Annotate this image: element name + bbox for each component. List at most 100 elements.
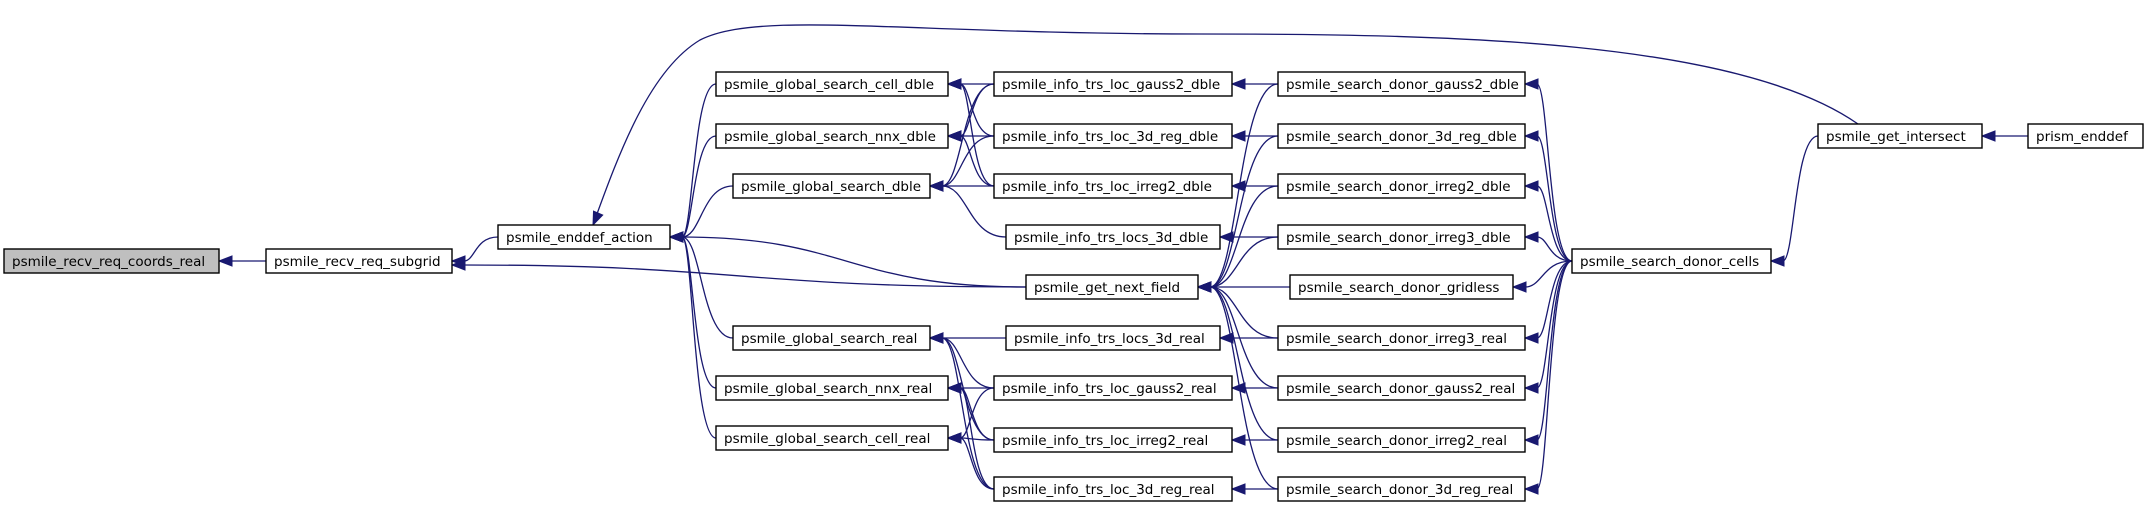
node-box [993,375,1233,401]
edge-sd-cells-to-sd-gauss2-dble [1536,83,1573,262]
edge-intersect-to-sd-cells [1782,135,1819,262]
node-gs-dble[interactable]: psmile_global_search_dble [732,173,931,199]
node-box [732,173,931,199]
node-label: psmile_recv_req_subgrid [274,254,441,270]
node-label: psmile_search_donor_3d_reg_dble [1286,129,1517,145]
node-box [993,476,1233,502]
edge-arrowhead [1196,281,1212,293]
node-intersect[interactable]: psmile_get_intersect [1817,123,1983,149]
node-it-gauss2-real[interactable]: psmile_info_trs_loc_gauss2_real [993,375,1233,401]
node-box [3,248,220,274]
node-gs-nnx-real[interactable]: psmile_global_search_nnx_real [715,375,949,401]
node-label: psmile_search_donor_cells [1580,254,1759,270]
node-sd-irreg3-real[interactable]: psmile_search_donor_irreg3_real [1277,325,1526,351]
edge-sd-cells-to-sd-irreg3-real [1536,260,1573,339]
edge-gs-cell-real-to-enddef [681,236,717,439]
edge-arrowhead [1523,382,1539,394]
node-box [1277,476,1526,502]
edge-gs-dble-to-enddef [681,185,734,238]
node-label: psmile_info_trs_loc_3d_reg_real [1002,482,1215,498]
node-it-irreg2-real[interactable]: psmile_info_trs_loc_irreg2_real [993,427,1233,453]
node-label: psmile_global_search_nnx_dble [724,129,936,145]
edge-arrowhead [1523,332,1539,344]
node-it-gauss2-dble[interactable]: psmile_info_trs_loc_gauss2_dble [993,71,1233,97]
edge-arrowhead [1523,130,1539,142]
node-box [1289,274,1514,300]
node-gs-cell-dble[interactable]: psmile_global_search_cell_dble [715,71,949,97]
node-sd-3d-reg-dble[interactable]: psmile_search_donor_3d_reg_dble [1277,123,1526,149]
node-box [732,325,931,351]
node-box [715,425,949,451]
edge-next-field-to-enddef [681,236,1027,288]
node-label: prism_enddef [2036,129,2129,145]
node-gs-real[interactable]: psmile_global_search_real [732,325,931,351]
edge-it-3d-reg-real-to-gs-cell-real [959,437,995,490]
node-gs-nnx-dble[interactable]: psmile_global_search_nnx_dble [715,123,949,149]
edge-arrowhead [1980,130,1996,142]
edge-arrowhead [450,259,466,271]
edge-arrowhead [668,231,684,243]
edge-enddef-to-subgrid [463,236,499,262]
node-label: psmile_enddef_action [506,230,653,246]
node-label: psmile_search_donor_gauss2_dble [1286,77,1519,93]
edge-arrowhead [1230,78,1246,90]
edge-sd-cells-to-sd-gauss2-real [1536,260,1573,389]
node-box [1277,427,1526,453]
node-it-3d-reg-dble[interactable]: psmile_info_trs_loc_3d_reg_dble [993,123,1233,149]
edge-arrowhead [946,432,962,444]
node-coords[interactable]: psmile_recv_req_coords_real [3,248,220,274]
node-sd-irreg3-dble[interactable]: psmile_search_donor_irreg3_dble [1277,224,1526,250]
edge-arrowhead [946,130,962,142]
edge-arrowhead [592,210,604,227]
edge-sd-irreg3-real-to-next-field [1209,286,1279,339]
node-sd-gauss2-dble[interactable]: psmile_search_donor_gauss2_dble [1277,71,1526,97]
edge-it-irreg2-real-to-gs-cell-real [959,437,995,441]
node-box [715,123,949,149]
node-label: psmile_global_search_nnx_real [724,381,932,397]
node-next-field[interactable]: psmile_get_next_field [1025,274,1199,300]
edge-arrowhead [928,332,944,344]
edge-sd-irreg2-dble-to-next-field [1209,185,1279,288]
node-label: psmile_search_donor_irreg3_dble [1286,230,1511,246]
edge-it-gauss2-real-to-gs-real [941,337,995,389]
edge-sd-cells-to-sd-3d-reg-dble [1536,135,1573,262]
node-label: psmile_search_donor_irreg3_real [1286,331,1507,347]
edge-sd-gauss2-real-to-next-field [1209,286,1279,389]
node-sd-irreg2-dble[interactable]: psmile_search_donor_irreg2_dble [1277,173,1526,199]
edge-arrowhead [1523,434,1539,446]
node-label: psmile_search_donor_irreg2_real [1286,433,1507,449]
node-label: psmile_info_trs_loc_gauss2_real [1002,381,1217,397]
node-it-locs-3d-real[interactable]: psmile_info_trs_locs_3d_real [1005,325,1221,351]
node-it-3d-reg-real[interactable]: psmile_info_trs_loc_3d_reg_real [993,476,1233,502]
node-box [1277,173,1526,199]
node-enddef[interactable]: psmile_enddef_action [497,224,671,250]
node-sd-gridless[interactable]: psmile_search_donor_gridless [1289,274,1514,300]
edge-it-locs-3d-dble-to-gs-dble [941,185,1007,238]
node-box [993,71,1233,97]
edge-gs-cell-dble-to-enddef [681,83,717,238]
node-sd-3d-reg-real[interactable]: psmile_search_donor_3d_reg_real [1277,476,1526,502]
node-box [993,123,1233,149]
node-label: psmile_global_search_cell_real [724,431,930,447]
edge-sd-3d-reg-dble-to-next-field [1209,135,1279,288]
edge-arrowhead [217,255,233,267]
node-box [1277,325,1526,351]
node-box [1025,274,1199,300]
node-sd-gauss2-real[interactable]: psmile_search_donor_gauss2_real [1277,375,1526,401]
node-it-irreg2-dble[interactable]: psmile_info_trs_loc_irreg2_dble [993,173,1233,199]
edge-sd-cells-to-sd-irreg2-dble [1536,185,1573,262]
node-box [993,427,1233,453]
edge-intersect-to-enddef [592,24,1859,226]
node-label: psmile_recv_req_coords_real [12,254,205,270]
node-label: psmile_info_trs_loc_irreg2_dble [1002,179,1212,195]
node-label: psmile_global_search_dble [741,179,921,195]
node-it-locs-3d-dble[interactable]: psmile_info_trs_locs_3d_dble [1005,224,1221,250]
node-gs-cell-real[interactable]: psmile_global_search_cell_real [715,425,949,451]
node-box [1277,71,1526,97]
node-prism-enddef[interactable]: prism_enddef [2027,123,2144,149]
node-subgrid[interactable]: psmile_recv_req_subgrid [265,248,453,274]
edge-arrowhead [928,180,944,192]
node-sd-cells[interactable]: psmile_search_donor_cells [1571,248,1772,274]
node-sd-irreg2-real[interactable]: psmile_search_donor_irreg2_real [1277,427,1526,453]
